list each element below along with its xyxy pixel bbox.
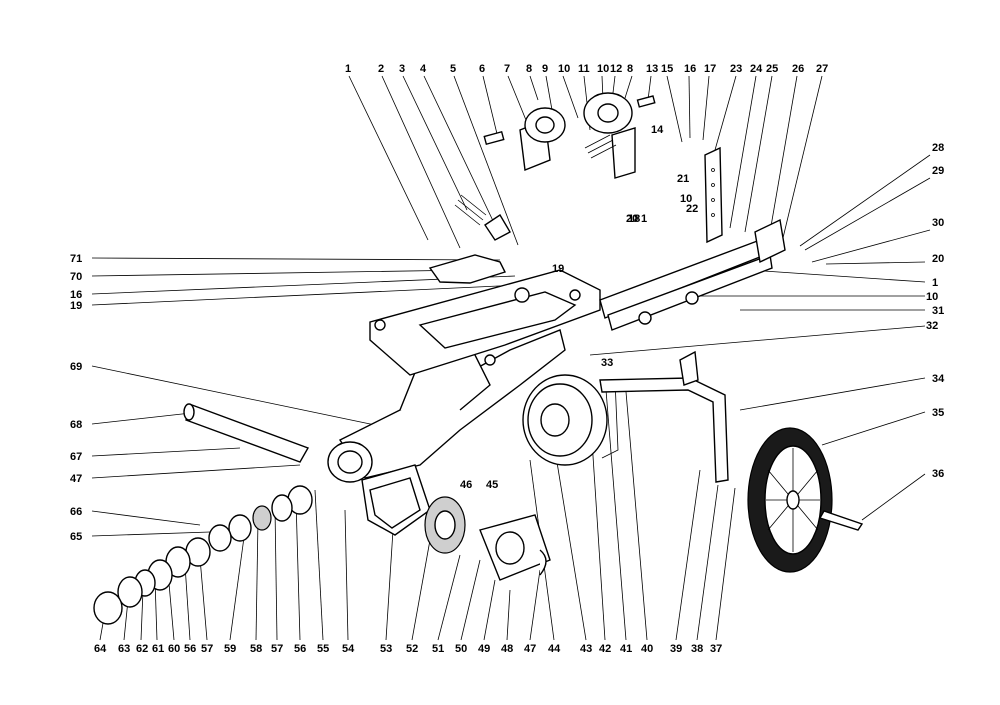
callout-top-3: 4 <box>420 63 427 75</box>
callout-bottom-6: 57 <box>201 643 213 655</box>
callout-top-21: 26 <box>792 63 804 75</box>
callout-bottom-23: 41 <box>620 643 632 655</box>
bearing-stack <box>93 485 313 625</box>
callout-inner-2: 10 <box>680 193 692 205</box>
callout-top-22: 27 <box>816 63 828 75</box>
callout-top-20: 25 <box>766 63 778 75</box>
callout-bottom-19: 47 <box>524 643 536 655</box>
callout-top-12: 12 <box>610 63 622 75</box>
callout-top-19: 24 <box>750 63 763 75</box>
callout-bottom-9: 57 <box>271 643 283 655</box>
callout-left-1: 70 <box>70 271 82 283</box>
callout-left-8: 66 <box>70 506 82 518</box>
callout-bottom-22: 42 <box>599 643 611 655</box>
callout-bottom-2: 62 <box>136 643 148 655</box>
callout-bottom-14: 52 <box>406 643 418 655</box>
callout-inner-3: 22 <box>686 203 698 215</box>
callout-top-14: 13 <box>646 63 658 75</box>
callout-bottom-7: 59 <box>224 643 236 655</box>
callout-left-6: 67 <box>70 451 82 463</box>
callout-top-18: 23 <box>730 63 742 75</box>
callout-bottom-10: 56 <box>294 643 306 655</box>
callout-inner-7: 19 <box>552 263 564 275</box>
callout-inner-5: 1 <box>641 213 647 225</box>
callout-right-3: 20 <box>932 253 944 265</box>
vertical-slotted-strap <box>704 146 723 244</box>
callout-top-2: 3 <box>399 63 405 75</box>
callout-inner-4: 18 <box>628 213 640 225</box>
callout-left-3: 19 <box>70 300 82 312</box>
axle-shaft <box>183 403 310 463</box>
callout-top-0: 1 <box>345 63 351 75</box>
callout-top-6: 7 <box>504 63 510 75</box>
callout-bottom-5: 56 <box>184 643 196 655</box>
callout-right-6: 31 <box>932 305 944 317</box>
callout-left-9: 65 <box>70 531 82 543</box>
callout-top-5: 6 <box>479 63 485 75</box>
callout-left-7: 47 <box>70 473 82 485</box>
gasket-and-cover <box>361 464 431 536</box>
callout-bottom-0: 64 <box>94 643 107 655</box>
callout-inner-1: 21 <box>677 173 689 185</box>
callout-right-9: 35 <box>932 407 944 419</box>
callout-inner-6: 20 <box>626 213 638 225</box>
callout-left-4: 69 <box>70 361 82 373</box>
callout-right-1: 29 <box>932 165 944 177</box>
callout-top-4: 5 <box>450 63 456 75</box>
cross-frame-bar <box>599 239 773 331</box>
callout-left-2: 16 <box>70 289 82 301</box>
callout-bottom-11: 55 <box>317 643 329 655</box>
callout-inner-0: 14 <box>651 124 664 136</box>
callout-bottom-27: 37 <box>710 643 722 655</box>
callout-top-11: 10 <box>597 63 609 75</box>
callout-right-4: 1 <box>932 277 938 289</box>
wheel-support-frame <box>599 350 729 483</box>
callout-inner-10: 45 <box>486 479 498 491</box>
callout-bottom-3: 61 <box>152 643 164 655</box>
callout-left-5: 68 <box>70 419 82 431</box>
callout-right-8: 34 <box>932 373 945 385</box>
callout-bottom-8: 58 <box>250 643 262 655</box>
callout-top-7: 8 <box>526 63 532 75</box>
callout-bottom-13: 53 <box>380 643 392 655</box>
callout-inner-9: 46 <box>460 479 472 491</box>
callout-bottom-21: 43 <box>580 643 592 655</box>
callout-bottom-18: 48 <box>501 643 513 655</box>
shift-bracket <box>428 214 511 284</box>
callout-top-9: 10 <box>558 63 570 75</box>
callout-bottom-26: 38 <box>691 643 703 655</box>
mounting-plate <box>369 269 601 376</box>
callout-bottom-15: 51 <box>432 643 444 655</box>
callout-left-0: 71 <box>70 253 82 265</box>
callout-right-10: 36 <box>932 468 944 480</box>
callout-top-10: 11 <box>578 63 590 75</box>
idler-pulley-assembly <box>454 92 656 226</box>
callout-top-1: 2 <box>378 63 384 75</box>
callout-bottom-17: 49 <box>478 643 490 655</box>
end-cover <box>479 514 551 581</box>
handle-bracket <box>754 218 786 264</box>
callout-right-2: 30 <box>932 217 944 229</box>
callout-top-13: 8 <box>627 63 633 75</box>
callout-inner-8: 33 <box>601 357 613 369</box>
transport-wheel <box>747 427 864 573</box>
callout-top-16: 16 <box>684 63 696 75</box>
callout-top-8: 9 <box>542 63 548 75</box>
callout-right-0: 28 <box>932 142 944 154</box>
callout-bottom-25: 39 <box>670 643 682 655</box>
callout-right-7: 32 <box>926 320 938 332</box>
callout-bottom-20: 44 <box>548 643 561 655</box>
callout-bottom-16: 50 <box>455 643 467 655</box>
callout-right-5: 10 <box>926 291 938 303</box>
callout-bottom-24: 40 <box>641 643 653 655</box>
callout-top-15: 15 <box>661 63 673 75</box>
callout-bottom-12: 54 <box>342 643 355 655</box>
callout-top-17: 17 <box>704 63 716 75</box>
drive-gear <box>424 496 466 554</box>
callout-bottom-4: 60 <box>168 643 180 655</box>
callout-bottom-1: 63 <box>118 643 130 655</box>
